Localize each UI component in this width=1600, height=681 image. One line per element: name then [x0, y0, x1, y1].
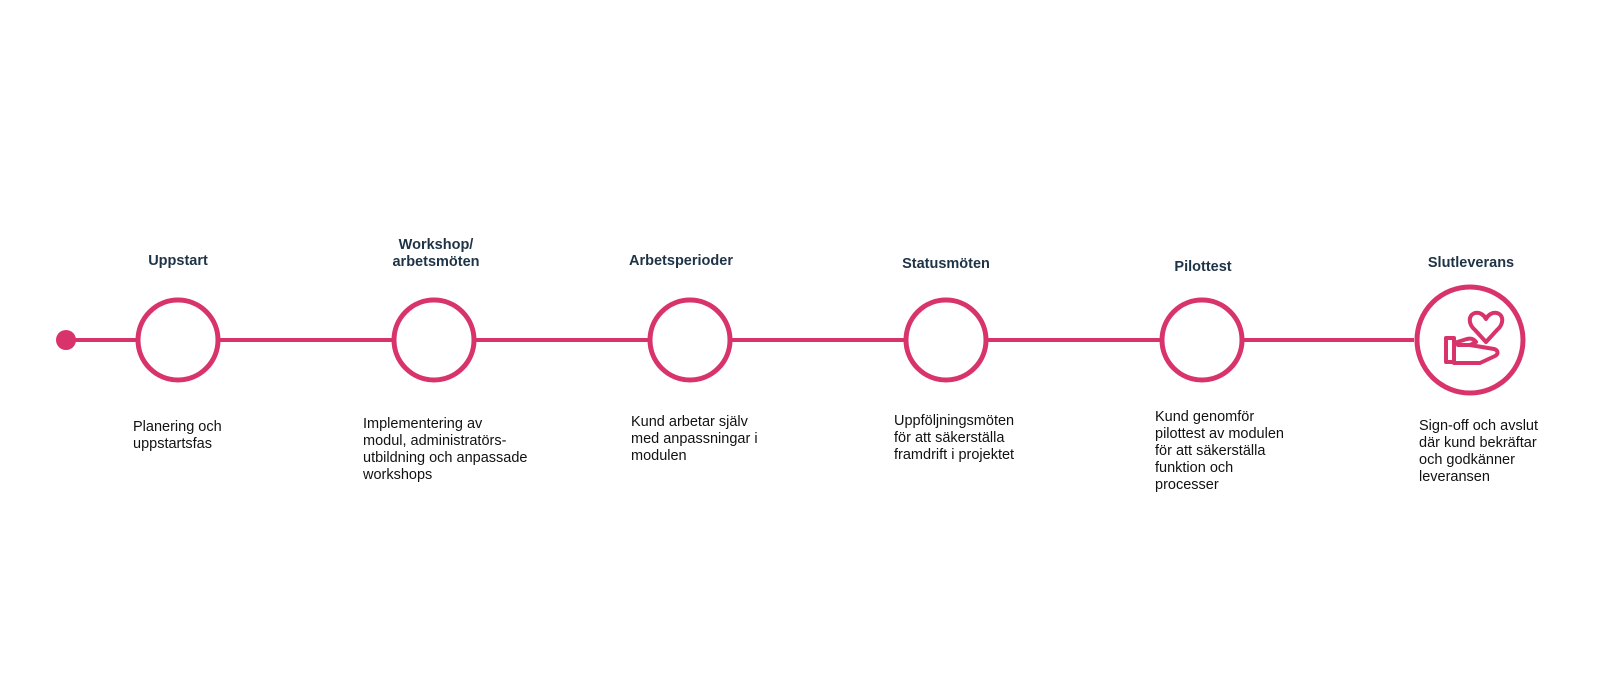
step-6-title: Slutleverans: [1427, 255, 1515, 271]
step-1-circle: [135, 297, 221, 383]
step-4-description: Uppföljningsmöten för att säkerställa fr…: [894, 413, 1015, 463]
step-1-title: Uppstart: [148, 253, 208, 269]
step-4-title: Statusmöten: [902, 256, 990, 272]
timeline-start-dot: [56, 330, 76, 350]
step-1-description: Planering och uppstartsfas: [133, 419, 222, 452]
step-4-circle: [903, 297, 989, 383]
step-2-description: Implementering av modul, administratörs-…: [363, 416, 528, 483]
step-3-title: Arbetsperioder: [629, 253, 733, 269]
step-5-title: Pilottest: [1174, 259, 1232, 275]
step-3-circle: [647, 297, 733, 383]
step-6-description: Sign-off och avslut där kund bekräftar o…: [1419, 418, 1539, 485]
step-2-circle: [391, 297, 477, 383]
step-5-description: Kund genomför pilottest av modulen för a…: [1155, 409, 1284, 493]
step-5-circle: [1159, 297, 1245, 383]
hand-heart-icon: [1444, 310, 1505, 365]
step-2-title: Workshop/ arbetsmöten: [392, 237, 480, 270]
step-3-description: Kund arbetar själv med anpassningar i mo…: [631, 414, 758, 464]
